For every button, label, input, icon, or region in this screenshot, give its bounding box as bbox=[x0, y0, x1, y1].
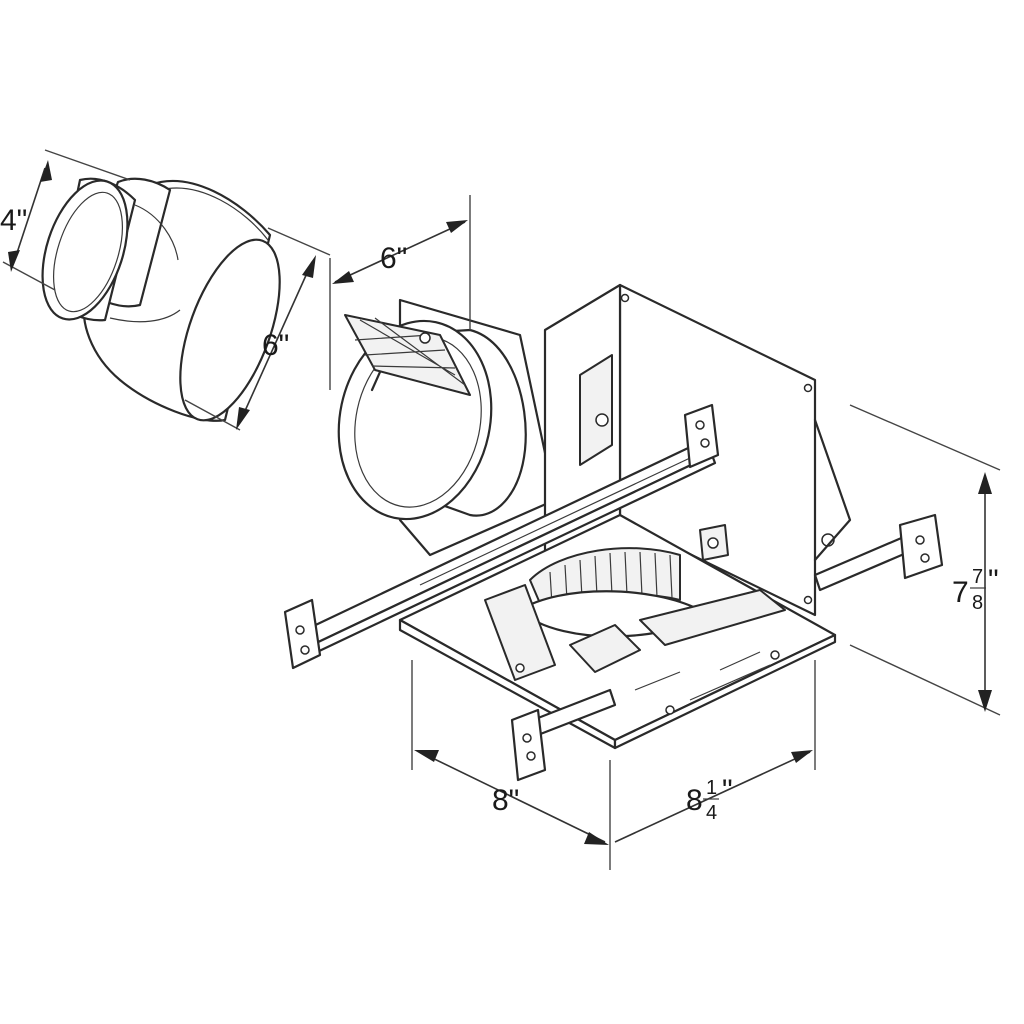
label-adapter-diameter: 6" bbox=[262, 329, 289, 362]
width-suffix: " bbox=[722, 774, 733, 807]
height-frac-num: 7 bbox=[972, 566, 983, 588]
width-frac-den: 4 bbox=[706, 802, 717, 824]
damper-collar bbox=[337, 298, 557, 557]
duct-adapter bbox=[41, 177, 281, 422]
width-frac-num: 1 bbox=[706, 777, 717, 799]
height-suffix: " bbox=[988, 564, 999, 597]
label-collar-diameter: 6" bbox=[380, 242, 407, 275]
label-depth: 8" bbox=[492, 784, 519, 817]
label-height: 7 7 8 " bbox=[952, 564, 999, 614]
height-whole: 7 bbox=[952, 576, 969, 609]
mounting-bars bbox=[283, 403, 944, 782]
label-inlet-diameter: 4" bbox=[0, 204, 27, 237]
width-whole: 8 bbox=[686, 784, 703, 817]
dimension-lines bbox=[2, 149, 1001, 870]
height-frac-den: 8 bbox=[972, 592, 983, 614]
label-width: 8 1 4 " bbox=[686, 774, 733, 824]
